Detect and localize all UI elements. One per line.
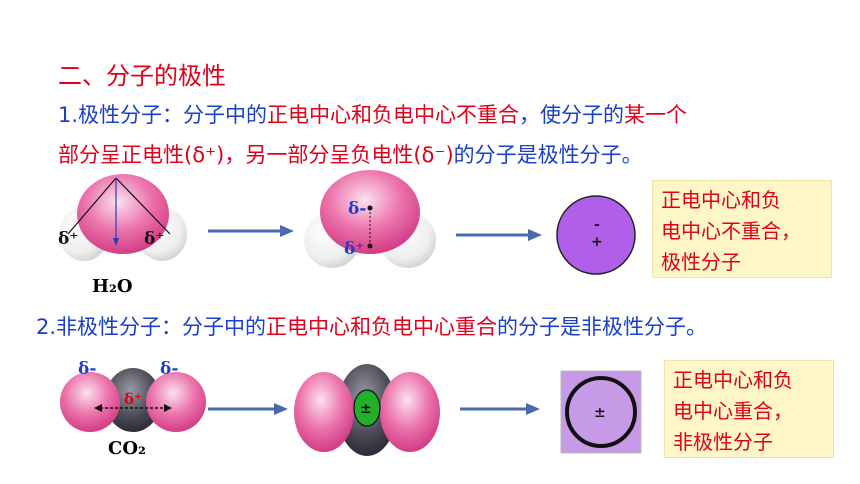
polar-note-box: 正电中心和负 电中心不重合， 极性分子 [652,180,832,278]
nonpolar-heading-term: 非极性分子： [56,315,183,339]
co2-molecule-diagram: δ- δ- δ⁺ [60,359,206,432]
oxygen-right-sphere [146,372,206,432]
polar-text-1: 分子中的 [183,103,268,127]
circle-minus-sign: - [594,217,600,233]
nonpolar-charge-square: ± [560,370,642,454]
polar-highlight-1: 正电中心和负电中心不重合 [267,103,520,127]
delta-plus-center-label: δ⁺ [344,239,364,259]
center-plus-minus-sign: ± [360,401,372,417]
oxygen-left-sphere-2 [294,372,354,452]
arrow-2 [456,229,542,241]
oxygen-sphere [77,174,169,254]
delta-plus-right-label: δ⁺ [144,229,164,249]
nonpolar-note-line1: 正电中心和负 [673,368,793,392]
nonpolar-definition-line: 2.非极性分子：分子中的正电中心和负电中心重合的分子是非极性分子。 [36,311,707,341]
charge-center-ellipse [353,389,381,427]
delta-plus-left-label: δ⁺ [58,229,78,249]
polar-heading-term: 极性分子： [78,103,184,127]
oxygen-right-sphere-2 [380,372,440,452]
arrow-3 [208,403,288,415]
nonpolar-note-line2: 电中心重合， [673,399,793,423]
water-molecule-diagram: δ⁺ δ⁺ [58,174,187,261]
water-label: H₂O [92,276,133,297]
polar-note-line3: 极性分子 [661,250,741,274]
carbon-sphere [105,368,161,432]
nonpolar-text-2: 的分子是非极性分子。 [497,315,708,339]
polar-text-2: ，使分子的 [519,103,625,127]
section-title: 二、分子的极性 [58,62,226,90]
polar-charge-circle: - + [556,195,636,275]
delta-minus-label: δ- [348,199,366,219]
arrow-1 [208,225,294,237]
delta-minus-right-label: δ- [160,359,178,379]
co2-delta-plus-label: δ⁺ [124,390,142,408]
polar-definition-line1: 1.极性分子：分子中的正电中心和负电中心不重合，使分子的某一个 [58,99,687,129]
nonpolar-heading-number: 2. [36,315,57,339]
polar-highlight-2: 某一个 [624,103,688,127]
water-charge-center-diagram: δ- δ⁺ [304,170,436,268]
nonpolar-note-line3: 非极性分子 [673,430,773,454]
arrow-4 [460,403,540,415]
square-plus-minus-sign: ± [594,405,606,421]
co2-label: CO₂ [108,438,146,459]
polar-text-3: 的分子是极性分子。 [453,143,643,167]
co2-charge-center-diagram: ± [294,364,440,456]
polar-heading-number: 1. [58,103,79,127]
polar-highlight-3: 部分呈正电性(δ⁺)，另一部分呈负电性(δ⁻) [58,143,454,167]
delta-minus-left-label: δ- [78,359,96,379]
polar-note-line2: 电中心不重合， [661,219,801,243]
nonpolar-note-box: 正电中心和负 电中心重合， 非极性分子 [664,360,834,458]
nonpolar-text-1: 分子中的 [182,315,267,339]
polar-definition-line2: 部分呈正电性(δ⁺)，另一部分呈负电性(δ⁻)的分子是极性分子。 [58,139,643,169]
nonpolar-highlight: 正电中心和负电中心重合 [266,315,498,339]
circle-plus-sign: + [591,234,603,250]
oxygen-left-sphere [60,372,120,432]
polar-note-line1: 正电中心和负 [661,188,781,212]
